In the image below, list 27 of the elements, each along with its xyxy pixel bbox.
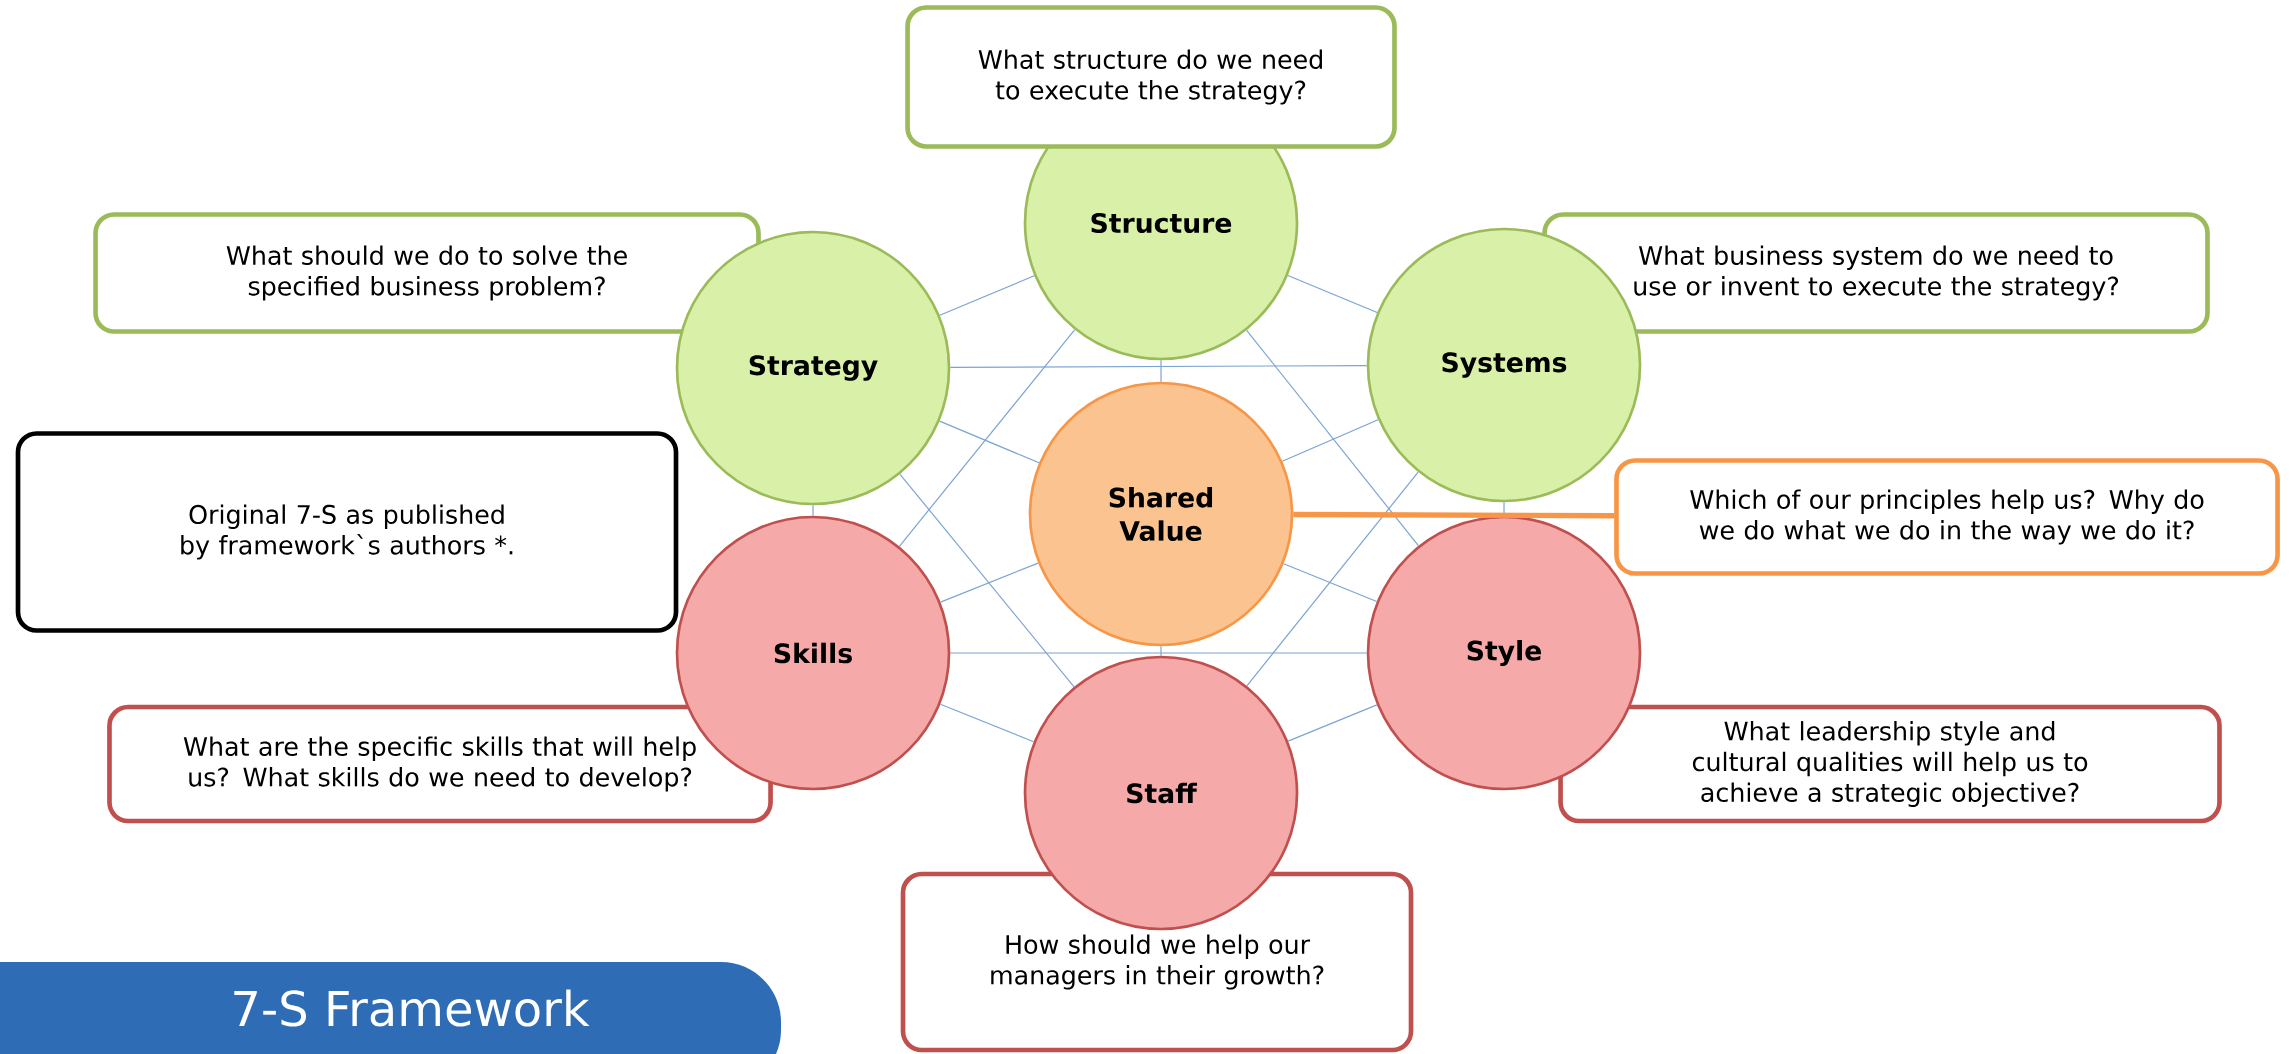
question-box: Original 7-S as published by framework`s authors *. bbox=[15, 431, 679, 633]
connector-line bbox=[1246, 471, 1419, 687]
question-box: What leadership style and cultural qualities will help us to achieve a strategic objective? bbox=[1558, 704, 2222, 824]
connector-line bbox=[1293, 511, 1615, 519]
connector-line bbox=[1287, 704, 1378, 742]
connector-line bbox=[1246, 329, 1419, 547]
connector-line bbox=[898, 329, 1076, 547]
connector-line bbox=[949, 652, 1368, 654]
connector-line bbox=[1160, 359, 1162, 383]
connector-line bbox=[939, 703, 1035, 743]
connector-line bbox=[1283, 563, 1378, 603]
connector-line bbox=[1281, 419, 1379, 462]
question-box: What structure do we need to execute the strategy? bbox=[905, 5, 1397, 149]
connector-line bbox=[1160, 645, 1162, 657]
connector-line bbox=[1287, 274, 1378, 314]
connector-line bbox=[812, 504, 814, 517]
connector-line bbox=[939, 275, 1035, 316]
connector-line bbox=[949, 365, 1368, 368]
connector-line bbox=[899, 473, 1075, 688]
question-box: What business system do we need to use or invent to execute the strategy? bbox=[1542, 212, 2210, 334]
title-tab: 7-S Framework bbox=[0, 962, 781, 1054]
question-box: Which of our principles help us? Why do we do what we do in the way we do it? bbox=[1614, 458, 2280, 576]
question-box: What should we do to solve the specified business problem? bbox=[93, 212, 761, 334]
question-box: What are the specific skills that will help us? What skills do we need to develop? bbox=[107, 704, 773, 824]
connector-line bbox=[939, 562, 1039, 603]
connector-line bbox=[939, 420, 1040, 464]
question-box: How should we help our managers in their growth? bbox=[900, 871, 1414, 1053]
